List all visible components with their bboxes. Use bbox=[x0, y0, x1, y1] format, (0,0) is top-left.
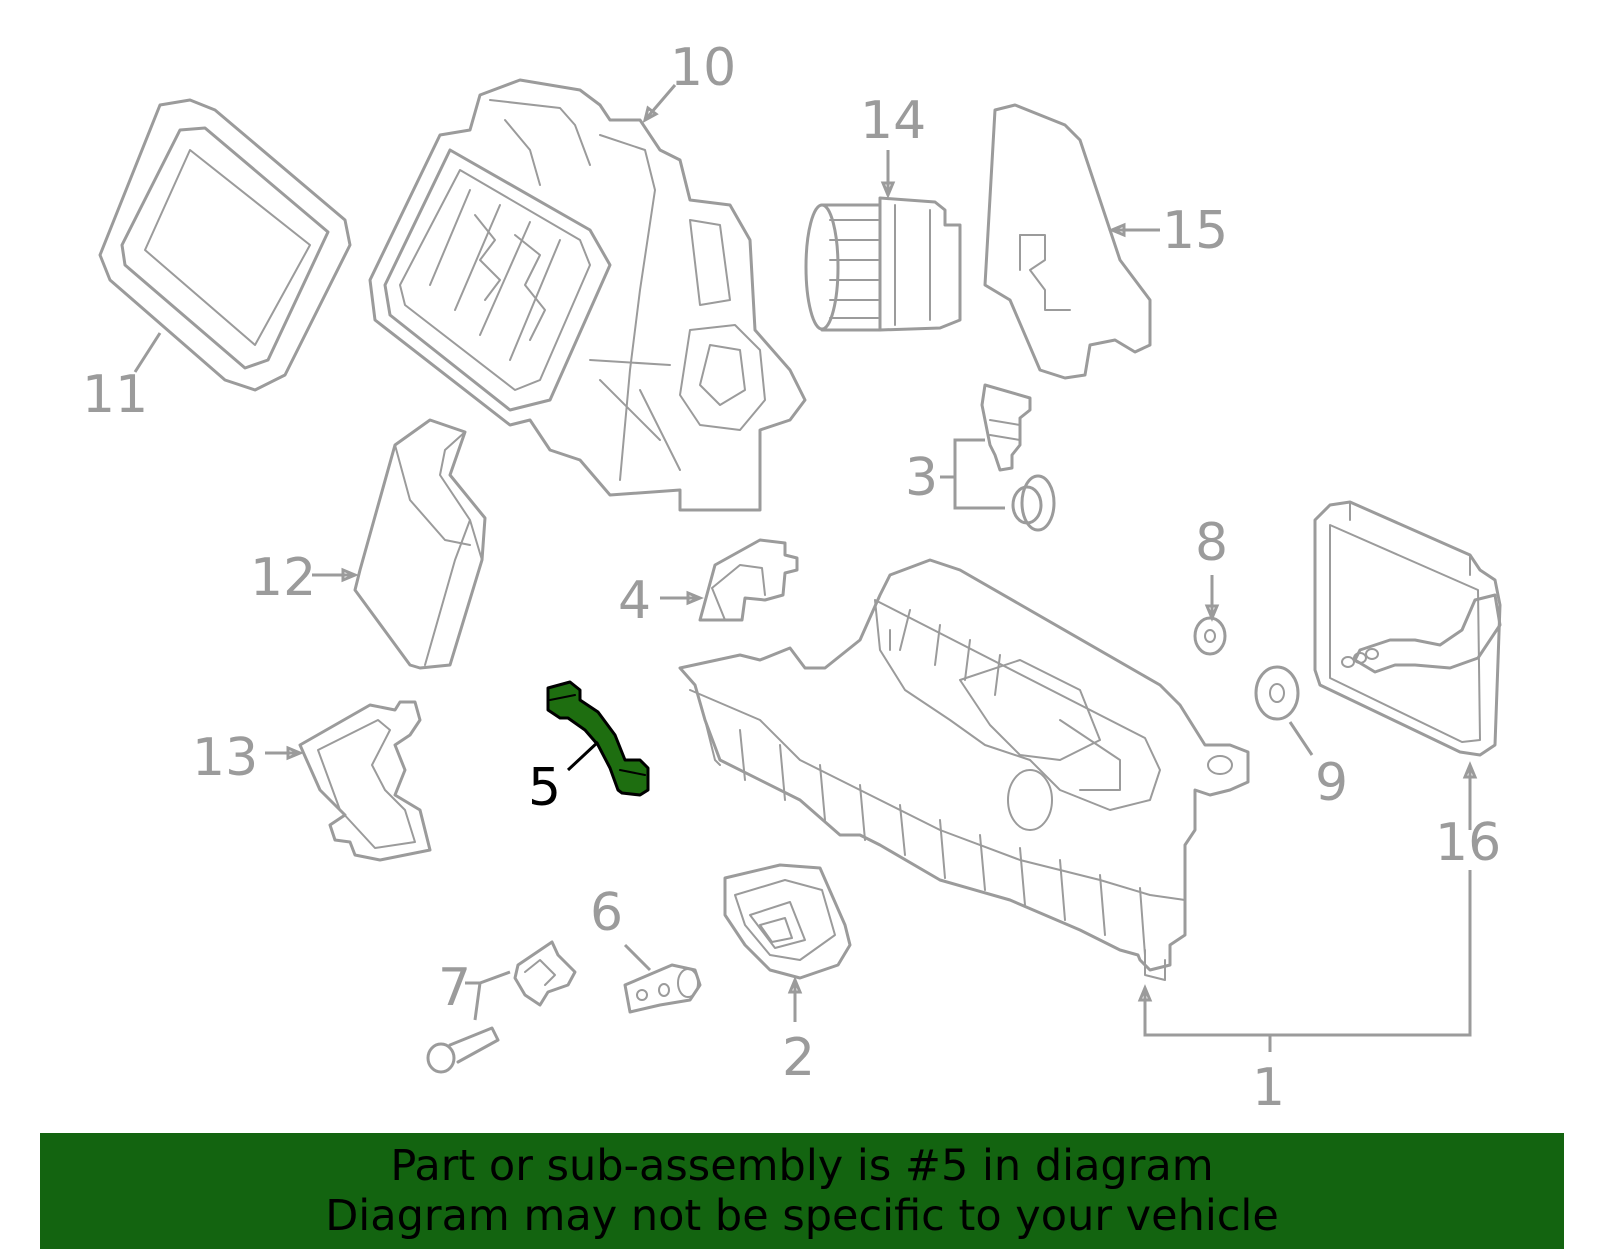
part-16-evaporator bbox=[1313, 500, 1502, 757]
callout-11: 11 bbox=[82, 365, 148, 425]
callout-12: 12 bbox=[250, 548, 316, 608]
part-1-lower-case bbox=[678, 558, 1250, 981]
part-4-bracket bbox=[698, 538, 799, 622]
part-10-blower-housing bbox=[368, 78, 807, 512]
callout-numbers: 10 11 14 15 3 12 4 8 9 13 5 16 6 7 2 1 bbox=[82, 38, 1501, 1118]
callout-1: 1 bbox=[1252, 1058, 1285, 1118]
part-11-filter-frame bbox=[98, 98, 352, 392]
callout-8: 8 bbox=[1195, 513, 1228, 573]
callout-6: 6 bbox=[590, 883, 623, 943]
banner-line-2: Diagram may not be specific to your vehi… bbox=[325, 1191, 1279, 1241]
part-14-blower-motor bbox=[804, 196, 962, 332]
callout-2: 2 bbox=[782, 1028, 815, 1088]
callout-13: 13 bbox=[192, 728, 258, 788]
part-6-sensor bbox=[623, 963, 702, 1014]
callout-10: 10 bbox=[670, 38, 736, 98]
callout-14: 14 bbox=[860, 91, 926, 151]
callout-15: 15 bbox=[1162, 201, 1228, 261]
leader-lines bbox=[133, 84, 1478, 1052]
banner-line-1: Part or sub-assembly is #5 in diagram bbox=[390, 1141, 1214, 1191]
part-3-clips bbox=[980, 383, 1056, 532]
part-2-gasket bbox=[723, 863, 852, 980]
part-12-duct bbox=[353, 418, 487, 670]
parts-diagram: 10 11 14 15 3 12 4 8 9 13 5 16 6 7 2 1 bbox=[82, 38, 1502, 1118]
part-5-highlighted-tube bbox=[546, 680, 650, 797]
part-8-washer bbox=[1193, 616, 1227, 656]
callout-9: 9 bbox=[1315, 753, 1348, 813]
part-15-cover-panel bbox=[983, 103, 1152, 380]
part-9-washer bbox=[1254, 665, 1300, 721]
callout-7: 7 bbox=[438, 958, 471, 1018]
part-7-bracket-bolt bbox=[426, 940, 577, 1074]
callout-5: 5 bbox=[528, 758, 561, 818]
info-banner: Part or sub-assembly is #5 in diagram Di… bbox=[40, 1133, 1564, 1249]
callout-16: 16 bbox=[1435, 813, 1501, 873]
part-13-seal-trim bbox=[298, 700, 432, 862]
callout-3: 3 bbox=[905, 448, 938, 508]
callout-4: 4 bbox=[618, 571, 651, 631]
